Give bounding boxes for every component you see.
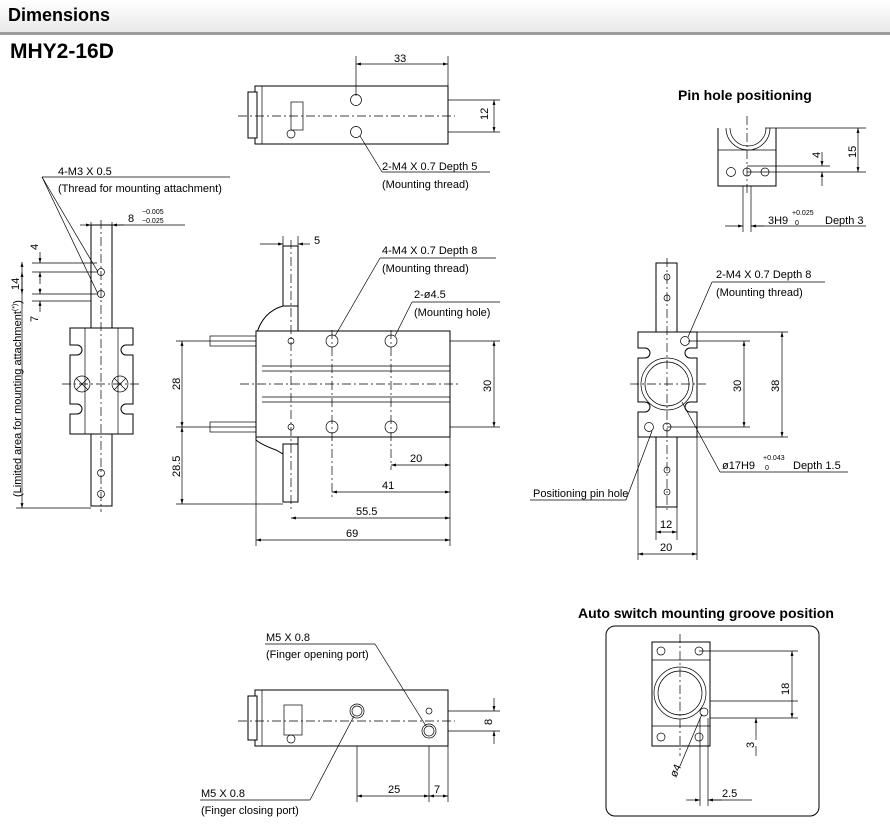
auto-switch-title: Auto switch mounting groove position [578, 605, 834, 621]
bottom-dim-25: 25 [388, 784, 400, 796]
right-note-thread: 2-M4 X 0.7 Depth 8 [716, 269, 811, 281]
top-note-thread-desc: (Mounting thread) [382, 179, 469, 191]
bottom-opening-port: M5 X 0.8 [266, 632, 310, 644]
top-view: 33 12 2-M4 X 0.7 Depth 5 (Mounting threa… [238, 53, 500, 191]
left-tol-8-lower: −0.025 [142, 218, 164, 225]
front-note-hole: 2-ø4.5 [414, 289, 446, 301]
top-dim-12: 12 [479, 108, 491, 120]
left-note-thread: 4-M3 X 0.5 [58, 166, 112, 178]
front-dim-41: 41 [382, 480, 394, 492]
front-note-thread: 4-M4 X 0.7 Depth 8 [382, 245, 477, 257]
left-note-thread-desc: (Thread for mounting attachment) [58, 183, 222, 195]
right-dim-38: 38 [770, 380, 782, 392]
front-dim-28: 28 [171, 378, 183, 390]
right-view: 2-M4 X 0.7 Depth 8 (Mounting thread) 30 … [530, 258, 848, 560]
bottom-opening-port-desc: (Finger opening port) [266, 649, 369, 661]
header-bar: Dimensions [0, 0, 890, 35]
right-dim-20: 20 [660, 542, 672, 554]
bottom-closing-port-desc: (Finger closing port) [201, 805, 299, 817]
header-title: Dimensions [8, 5, 111, 25]
left-dim-7: 7 [29, 316, 41, 322]
front-dim-30: 30 [482, 380, 494, 392]
top-note-thread: 2-M4 X 0.7 Depth 5 [382, 161, 477, 173]
front-dim-69: 69 [346, 528, 358, 540]
bottom-view: 8 M5 X 0.8 (Finger opening port) M5 X 0.… [200, 632, 500, 817]
right-dim-30: 30 [732, 380, 744, 392]
right-bore-depth: Depth 1.5 [793, 460, 841, 472]
front-note-thread-desc: (Mounting thread) [382, 263, 469, 275]
model-title: MHY2-16D [10, 40, 114, 63]
bottom-dim-8: 8 [483, 719, 495, 725]
left-dim-8: 8 [128, 213, 134, 225]
front-note-hole-desc: (Mounting hole) [414, 307, 490, 319]
pin-hole-size: 3H9 [768, 215, 788, 227]
pin-dim-15: 15 [847, 146, 859, 158]
right-dim-12: 12 [660, 519, 672, 531]
pin-hole-view: 4 15 3H9 +0.025 0 Depth 3 [717, 116, 866, 232]
switch-dim-4: ø4 [668, 763, 684, 780]
front-dim-55-5: 55.5 [356, 506, 377, 518]
right-pin-note: Positioning pin hole [533, 488, 628, 500]
left-tol-8-upper: −0.005 [142, 209, 164, 216]
pin-hole-depth: Depth 3 [825, 215, 864, 227]
pin-dim-4: 4 [811, 152, 823, 158]
front-dim-20: 20 [410, 453, 422, 465]
bottom-dim-7: 7 [434, 784, 440, 796]
switch-dim-2-5: 2.5 [722, 788, 737, 800]
front-dim-5: 5 [314, 235, 320, 247]
limited-area-label: (Limited area for mounting attachment(*)… [12, 300, 24, 497]
bottom-closing-port: M5 X 0.8 [201, 788, 245, 800]
right-bore: ø17H9 [722, 460, 755, 472]
front-dim-28-5: 28.5 [171, 456, 183, 477]
left-dim-4: 4 [29, 244, 41, 250]
right-bore-tol-upper: +0.043 [763, 455, 785, 462]
left-view: 4-M3 X 0.5 (Thread for mounting attachme… [10, 166, 230, 512]
right-note-thread-desc: (Mounting thread) [716, 287, 803, 299]
pin-hole-tol-upper: +0.025 [792, 210, 814, 217]
front-view: 5 4-M4 X 0.7 Depth 8 (Mounting thread) 2… [171, 235, 500, 546]
right-bore-tol-lower: 0 [765, 465, 769, 472]
top-dim-33: 33 [394, 53, 406, 65]
left-dim-14: 14 [10, 278, 22, 290]
pin-hole-title: Pin hole positioning [678, 87, 812, 103]
switch-dim-18: 18 [780, 683, 792, 695]
pin-hole-tol-lower: 0 [795, 220, 799, 227]
switch-dim-3: 3 [745, 742, 757, 748]
auto-switch-view: 18 3 2.5 ø4 [605, 625, 820, 817]
